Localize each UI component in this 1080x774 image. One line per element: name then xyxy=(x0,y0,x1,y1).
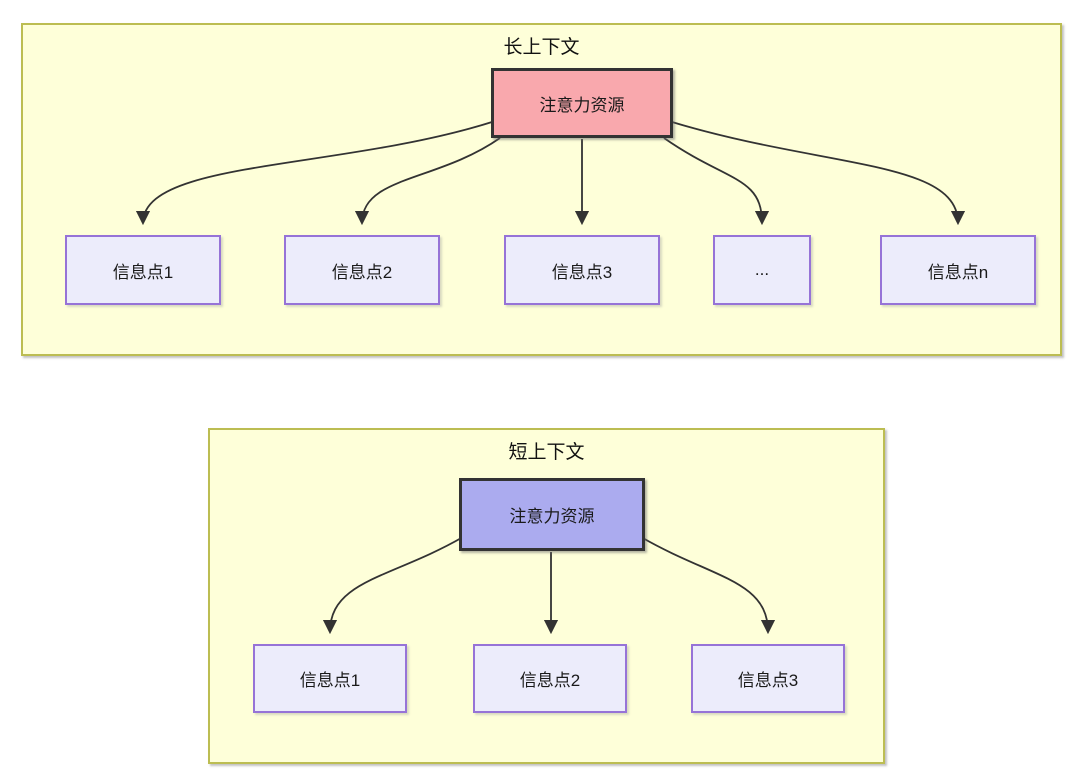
short-info-node-3: 信息点3 xyxy=(691,644,845,713)
long-info-node-3: 信息点3 xyxy=(504,235,660,305)
long-info-node-2: 信息点2 xyxy=(284,235,440,305)
long-info-node-n: 信息点n xyxy=(880,235,1036,305)
short-context-title: 短上下文 xyxy=(508,442,585,463)
long-attention-node: 注意力资源 xyxy=(491,68,673,138)
short-info-node-1: 信息点1 xyxy=(253,644,407,713)
short-attention-node: 注意力资源 xyxy=(459,478,645,551)
long-context-title: 长上下文 xyxy=(503,37,580,58)
long-info-node-ellipsis: ... xyxy=(713,235,811,305)
long-info-node-1: 信息点1 xyxy=(65,235,221,305)
short-info-node-2: 信息点2 xyxy=(473,644,627,713)
